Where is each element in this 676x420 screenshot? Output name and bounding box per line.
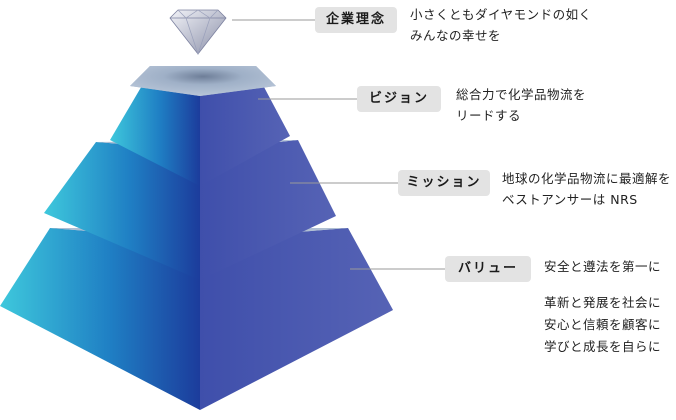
description-line: 安全と遵法を第一に bbox=[544, 259, 662, 274]
value-item: 安心と信頼を顧客に bbox=[544, 317, 662, 332]
level-description-mission: 地球の化学品物流に最適解を ベストアンサーは NRS bbox=[502, 168, 671, 210]
description-line: 地球の化学品物流に最適解を bbox=[502, 171, 672, 186]
level-label-mission: ミッション bbox=[398, 170, 490, 196]
description-line: ベストアンサーは NRS bbox=[502, 192, 638, 207]
pyramid-top-plate bbox=[130, 66, 276, 96]
description-line: リードする bbox=[456, 108, 522, 123]
level-label-vision: ビジョン bbox=[357, 86, 441, 112]
value-item: 学びと成長を自らに bbox=[544, 339, 662, 354]
description-line: 総合力で化学品物流を bbox=[456, 87, 587, 102]
level-label-philosophy: 企業理念 bbox=[315, 7, 397, 33]
level-label-value: バリュー bbox=[445, 256, 531, 282]
level-description-value: 安全と遵法を第一に bbox=[544, 256, 661, 277]
level-description-philosophy: 小さくともダイヤモンドの如く みんなの幸せを bbox=[410, 4, 592, 46]
value-list: 革新と発展を社会に 安心と信頼を顧客に 学びと成長を自らに bbox=[544, 292, 661, 358]
description-line: 小さくともダイヤモンドの如く bbox=[410, 7, 592, 22]
description-line: みんなの幸せを bbox=[410, 28, 502, 43]
value-item: 革新と発展を社会に bbox=[544, 295, 662, 310]
pyramid-tier-value bbox=[0, 228, 393, 410]
diamond-icon bbox=[169, 9, 227, 56]
leader-lines bbox=[232, 19, 445, 270]
level-description-vision: 総合力で化学品物流を リードする bbox=[456, 84, 586, 126]
